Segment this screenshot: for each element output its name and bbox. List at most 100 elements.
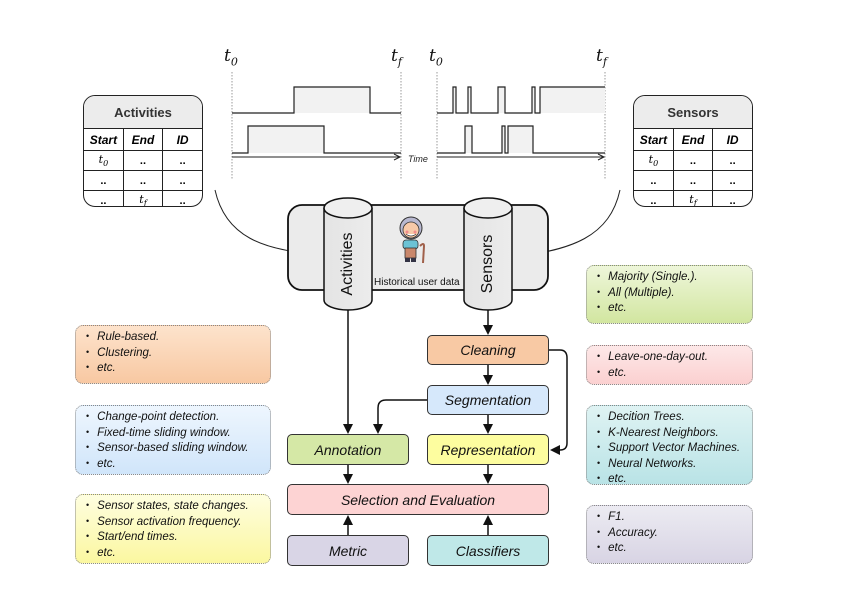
note-item: Accuracy.: [597, 526, 744, 542]
t-subscript: 0: [103, 159, 109, 169]
activities-cylinder-label: Activities: [339, 232, 356, 296]
note-item: etc.: [597, 366, 744, 382]
t0-subscript: 0: [435, 55, 443, 69]
sensor-signal-1: [437, 86, 605, 114]
left-t0-label: t0: [224, 46, 238, 68]
right-t0-label: t0: [429, 46, 443, 68]
table-row: t0 .. ..: [634, 150, 752, 171]
classifiers-note: Decition Trees. K-Nearest Neighbors. Sup…: [586, 405, 753, 485]
note-item: K-Nearest Neighbors.: [597, 426, 744, 442]
cell: t0: [634, 150, 674, 171]
activities-table: Activities Start End ID t0 .. .. .. .. .…: [83, 95, 203, 207]
note-item: Change-point detection.: [86, 410, 262, 426]
t-subscript: 0: [653, 159, 659, 169]
cell: tf: [672, 190, 714, 207]
header-end: End: [672, 129, 714, 151]
annotation-step[interactable]: Annotation: [287, 434, 409, 465]
t-symbol: t: [98, 152, 104, 166]
representation-features-note: Sensor states, state changes. Sensor act…: [75, 494, 271, 564]
time-axis-label: Time: [408, 154, 428, 164]
table-row: t0 .. ..: [84, 150, 202, 171]
sensor-signal-2: [437, 125, 605, 154]
table-row: .. tf ..: [634, 190, 752, 207]
t-symbol: t: [689, 192, 694, 206]
annotation-methods-note: Rule-based. Clustering. etc.: [75, 325, 271, 384]
tf-symbol: t: [391, 46, 398, 66]
segmentation-step[interactable]: Segmentation: [427, 385, 549, 415]
right-tf-label: tf: [596, 46, 607, 68]
activity-pulse-fill: [248, 126, 324, 153]
activities-timeline: [231, 72, 402, 180]
cell: ..: [712, 190, 752, 206]
activity-pulse-fill: [294, 87, 370, 113]
metric-step[interactable]: Metric: [287, 535, 409, 566]
note-item: Decition Trees.: [597, 410, 744, 426]
note-item: etc.: [597, 472, 744, 488]
activities-table-title: Activities: [84, 96, 202, 129]
note-item: F1.: [597, 510, 744, 526]
cell: ..: [634, 170, 674, 191]
tf-symbol: t: [596, 46, 603, 66]
note-item: Rule-based.: [86, 330, 262, 346]
cell: ..: [634, 190, 674, 206]
note-item: Support Vector Machines.: [597, 441, 744, 457]
table-row: .. .. ..: [84, 170, 202, 191]
header-id: ID: [162, 129, 202, 151]
cell: ..: [162, 150, 202, 171]
note-item: Start/end times.: [86, 530, 262, 546]
note-item: etc.: [86, 361, 262, 377]
note-item: Sensor activation frequency.: [86, 515, 262, 531]
activities-database-cylinder[interactable]: [323, 197, 373, 311]
t-subscript: f: [693, 199, 697, 207]
t-subscript: f: [143, 199, 147, 207]
left-tf-label: tf: [391, 46, 402, 68]
note-item: etc.: [597, 301, 744, 317]
t-symbol: t: [139, 192, 144, 206]
time-axis-arrow: [393, 153, 402, 161]
sensors-cylinder-label: Sensors: [479, 234, 496, 294]
cell: t0: [84, 150, 124, 171]
header-start: Start: [84, 129, 124, 151]
note-item: Clustering.: [86, 346, 262, 362]
activity-signal-2: [232, 125, 401, 154]
cell: ..: [712, 150, 752, 171]
table-row: .. tf ..: [84, 190, 202, 207]
header-end: End: [122, 129, 164, 151]
cell: ..: [672, 150, 714, 171]
validation-note: Leave-one-day-out. etc.: [586, 345, 753, 385]
t0-symbol: t: [429, 46, 436, 66]
table-header-row: Start End ID: [634, 129, 752, 151]
t0-symbol: t: [224, 46, 231, 66]
sensors-table: Sensors Start End ID t0 .. .. .. .. .. .…: [633, 95, 753, 207]
cell: ..: [122, 150, 164, 171]
historical-user-data-caption: Historical user data: [374, 277, 460, 288]
tf-subscript: f: [602, 55, 607, 69]
note-item: Sensor states, state changes.: [86, 499, 262, 515]
header-start: Start: [634, 129, 674, 151]
cell: ..: [162, 170, 202, 191]
note-item: Sensor-based sliding window.: [86, 441, 262, 457]
segmentation-methods-note: Change-point detection. Fixed-time slidi…: [75, 405, 271, 475]
selection-evaluation-step[interactable]: Selection and Evaluation: [287, 484, 549, 515]
table-row: .. .. ..: [634, 170, 752, 191]
header-id: ID: [712, 129, 752, 151]
arrow-segmentation-to-annotation: [373, 399, 427, 434]
note-item: etc.: [86, 546, 262, 562]
cleaning-step[interactable]: Cleaning: [427, 335, 549, 365]
note-item: Fixed-time sliding window.: [86, 426, 262, 442]
note-item: etc.: [597, 541, 744, 557]
cell: ..: [672, 170, 714, 191]
classifiers-step[interactable]: Classifiers: [427, 535, 549, 566]
cell: ..: [84, 170, 124, 191]
arrow-cleaning-to-representation: [549, 349, 568, 455]
sensors-table-title: Sensors: [634, 96, 752, 129]
sensors-database-cylinder[interactable]: [463, 197, 513, 311]
note-item: Leave-one-day-out.: [597, 350, 744, 366]
cell: ..: [84, 190, 124, 206]
time-axis-arrow: [597, 153, 606, 161]
labeling-strategy-note: Majority (Single.). All (Multiple). etc.: [586, 265, 753, 324]
tf-subscript: f: [397, 55, 402, 69]
representation-step[interactable]: Representation: [427, 434, 549, 465]
note-item: All (Multiple).: [597, 286, 744, 302]
metrics-note: F1. Accuracy. etc.: [586, 505, 753, 564]
